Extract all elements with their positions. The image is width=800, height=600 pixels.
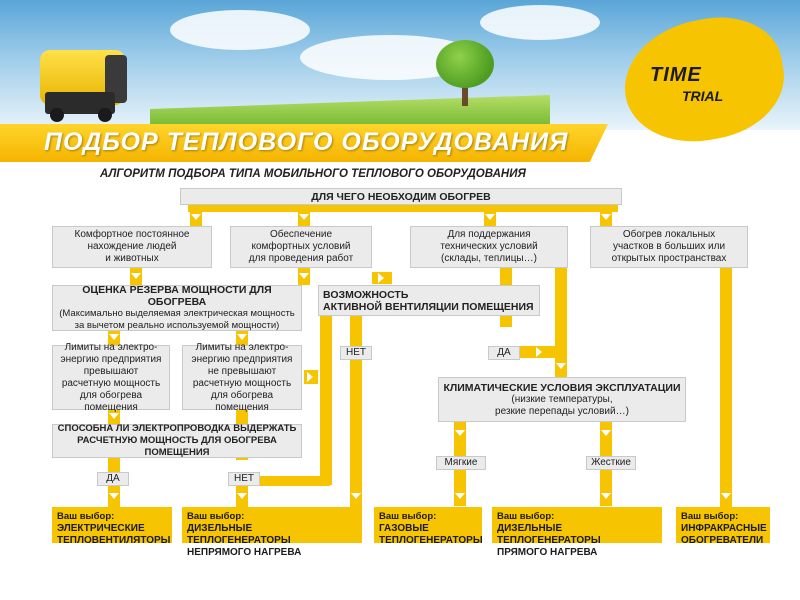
result-diesel-indirect: Ваш выбор: ДИЗЕЛЬНЫЕ ТЕПЛОГЕНЕРАТОРЫ НЕП…: [182, 507, 362, 558]
arrow-down-icon: [601, 214, 611, 220]
result-gas-generators: Ваш выбор: ГАЗОВЫЕ ТЕПЛОГЕНЕРАТОРЫ: [374, 507, 483, 546]
arrow-down-icon: [485, 214, 495, 220]
result-prefix: Ваш выбор:: [681, 511, 739, 522]
arrow-down-icon: [109, 413, 119, 419]
arrow-down-icon: [131, 273, 141, 279]
result-value: ЭЛЕКТРИЧЕСКИЕ ТЕПЛОВЕНТИЛЯТОРЫ: [57, 523, 171, 546]
climate-box: КЛИМАТИЧЕСКИЕ УСЛОВИЯ ЭКСПЛУАТАЦИИ (низк…: [438, 377, 686, 422]
connector: [454, 470, 466, 506]
heater-grille: [105, 55, 127, 103]
root-question: ДЛЯ ЧЕГО НЕОБХОДИМ ОБОГРЕВ: [180, 188, 622, 205]
cloud: [480, 5, 600, 40]
label-hard-climate: Жесткие: [586, 456, 636, 470]
arrow-down-icon: [351, 493, 361, 499]
climate-note: (низкие температуры, резкие перепады усл…: [495, 393, 629, 417]
connector: [720, 267, 732, 507]
arrow-down-icon: [455, 430, 465, 436]
result-value: ГАЗОВЫЕ ТЕПЛОГЕНЕРАТОРЫ: [379, 523, 483, 546]
arrow-down-icon: [109, 334, 119, 340]
result-electric-fan-heaters: Ваш выбор: ЭЛЕКТРИЧЕСКИЕ ТЕПЛОВЕНТИЛЯТОР…: [52, 507, 172, 546]
result-infrared-heaters: Ваш выбор: ИНФРАКРАСНЫЕ ОБОГРЕВАТЕЛИ: [676, 507, 770, 546]
power-reserve-note: (Максимально выделяемая электрическая мо…: [59, 308, 295, 331]
power-reserve-title: ОЦЕНКА РЕЗЕРВА МОЩНОСТИ ДЛЯ ОБОГРЕВА: [82, 284, 272, 308]
label-yes-ventilation: ДА: [488, 346, 520, 360]
arrow-down-icon: [299, 273, 309, 279]
arrow-down-icon: [721, 493, 731, 499]
power-reserve-box: ОЦЕНКА РЕЗЕРВА МОЩНОСТИ ДЛЯ ОБОГРЕВА (Ма…: [52, 284, 302, 331]
arrow-right-icon: [536, 347, 542, 357]
arrow-down-icon: [556, 363, 566, 369]
cloud: [170, 10, 310, 50]
limits-exceed-box: Лимиты на электро- энергию предприятия п…: [52, 342, 170, 413]
connector: [555, 267, 567, 377]
result-prefix: Ваш выбор:: [497, 511, 555, 522]
purpose-local-heating: Обогрев локальных участков в больших или…: [590, 226, 748, 268]
logo-top-text: TIME: [650, 64, 702, 86]
arrow-down-icon: [601, 430, 611, 436]
arrow-down-icon: [109, 493, 119, 499]
title-banner: [0, 124, 608, 162]
result-prefix: Ваш выбор:: [187, 511, 245, 522]
arrow-down-icon: [299, 214, 309, 220]
connector: [600, 422, 612, 456]
result-prefix: Ваш выбор:: [57, 511, 115, 522]
result-diesel-direct: Ваш выбор: ДИЗЕЛЬНЫЕ ТЕПЛОГЕНЕРАТОРЫ ПРЯ…: [492, 507, 662, 558]
purpose-technical-conditions: Для поддержания технических условий (скл…: [410, 226, 568, 268]
ventilation-question: ВОЗМОЖНОСТЬ АКТИВНОЙ ВЕНТИЛЯЦИИ ПОМЕЩЕНИ…: [318, 285, 540, 316]
connector: [350, 316, 362, 346]
tree-icon: [436, 40, 494, 88]
connector: [454, 422, 466, 456]
arrow-down-icon: [237, 493, 247, 499]
arrow-down-icon: [455, 493, 465, 499]
heater-wheel: [98, 108, 112, 122]
label-no-wiring: НЕТ: [228, 472, 260, 486]
arrow-down-icon: [191, 214, 201, 220]
connector: [188, 204, 618, 212]
result-prefix: Ваш выбор:: [379, 511, 437, 522]
arrow-down-icon: [237, 334, 247, 340]
arrow-right-icon: [307, 372, 313, 382]
heater-base: [45, 92, 115, 114]
tree-trunk: [462, 78, 468, 106]
climate-title: КЛИМАТИЧЕСКИЕ УСЛОВИЯ ЭКСПЛУАТАЦИИ: [443, 381, 681, 394]
purpose-comfort-people: Комфортное постоянное нахождение людей и…: [52, 226, 212, 268]
arrow-right-icon: [378, 273, 384, 283]
connector: [320, 315, 332, 485]
result-value: ДИЗЕЛЬНЫЕ ТЕПЛОГЕНЕРАТОРЫ НЕПРЯМОГО НАГР…: [187, 523, 302, 558]
limits-not-exceed-box: Лимиты на электро- энергию предприятия н…: [182, 342, 302, 413]
heater-wheel: [50, 108, 64, 122]
connector: [600, 470, 612, 506]
label-yes-wiring: ДА: [97, 472, 129, 486]
connector: [350, 360, 362, 510]
connector: [260, 476, 330, 486]
label-soft-climate: Мягкие: [436, 456, 486, 470]
purpose-work-conditions: Обеспечение комфортных условий для прове…: [230, 226, 372, 268]
logo-bottom-text: TRIAL: [682, 88, 724, 104]
arrow-down-icon: [601, 493, 611, 499]
wiring-question: СПОСОБНА ЛИ ЭЛЕКТРОПРОВОДКА ВЫДЕРЖАТЬ РА…: [52, 423, 302, 458]
result-value: ДИЗЕЛЬНЫЕ ТЕПЛОГЕНЕРАТОРЫ ПРЯМОГО НАГРЕВ…: [497, 523, 601, 558]
page-title: ПОДБОР ТЕПЛОВОГО ОБОРУДОВАНИЯ: [44, 128, 569, 156]
page-subtitle: АЛГОРИТМ ПОДБОРА ТИПА МОБИЛЬНОГО ТЕПЛОВО…: [100, 168, 526, 180]
result-value: ИНФРАКРАСНЫЕ ОБОГРЕВАТЕЛИ: [681, 523, 767, 546]
label-no-ventilation: НЕТ: [340, 346, 372, 360]
